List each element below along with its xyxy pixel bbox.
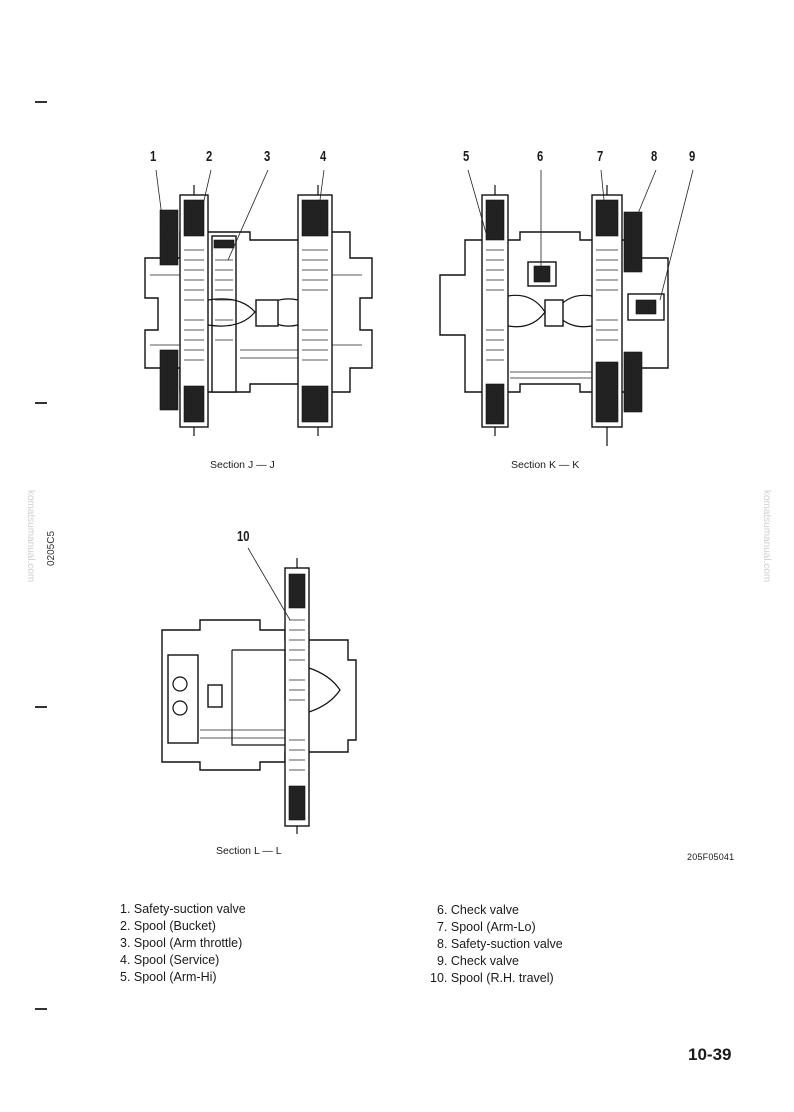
section-ll-drawing xyxy=(161,558,357,834)
legend-left: 1. Safety-suction valve 2. Spool (Bucket… xyxy=(120,901,246,986)
edge-mark xyxy=(35,1008,47,1010)
callout-1: 1 xyxy=(150,148,157,165)
legend-item: 8. Safety-suction valve xyxy=(437,937,563,951)
legend-right: 6. Check valve 7. Spool (Arm-Lo) 8. Safe… xyxy=(430,902,563,987)
page-number: 10-39 xyxy=(688,1045,732,1064)
callout-8: 8 xyxy=(651,148,658,165)
callout-6: 6 xyxy=(537,148,544,165)
legend-item: 7. Spool (Arm-Lo) xyxy=(437,920,536,934)
legend-item: 6. Check valve xyxy=(437,903,519,917)
caption-section-kk: Section K — K xyxy=(511,459,580,471)
legend-item: 2. Spool (Bucket) xyxy=(120,919,216,933)
callout-5: 5 xyxy=(463,148,470,165)
legend-item: 1. Safety-suction valve xyxy=(120,902,246,916)
callout-7: 7 xyxy=(597,148,604,165)
section-jj-drawing xyxy=(144,185,373,436)
legend-item: 3. Spool (Arm throttle) xyxy=(120,936,243,950)
caption-section-jj: Section J — J xyxy=(210,459,275,471)
figure-code: 205F05041 xyxy=(687,852,735,862)
legend-item: 5. Spool (Arm-Hi) xyxy=(120,970,217,984)
callout-10: 10 xyxy=(237,528,250,545)
caption-section-ll: Section L — L xyxy=(216,845,282,857)
legend-item: 10. Spool (R.H. travel) xyxy=(430,971,554,985)
callout-3: 3 xyxy=(264,148,271,165)
edge-mark xyxy=(35,402,47,404)
callout-leader-lines xyxy=(155,169,694,621)
callout-4: 4 xyxy=(320,148,327,165)
legend-item: 9. Check valve xyxy=(437,954,519,968)
edge-mark xyxy=(35,706,47,708)
legend-item: 4. Spool (Service) xyxy=(120,953,220,967)
callout-2: 2 xyxy=(206,148,213,165)
callout-9: 9 xyxy=(689,148,696,165)
edge-mark xyxy=(35,101,47,103)
